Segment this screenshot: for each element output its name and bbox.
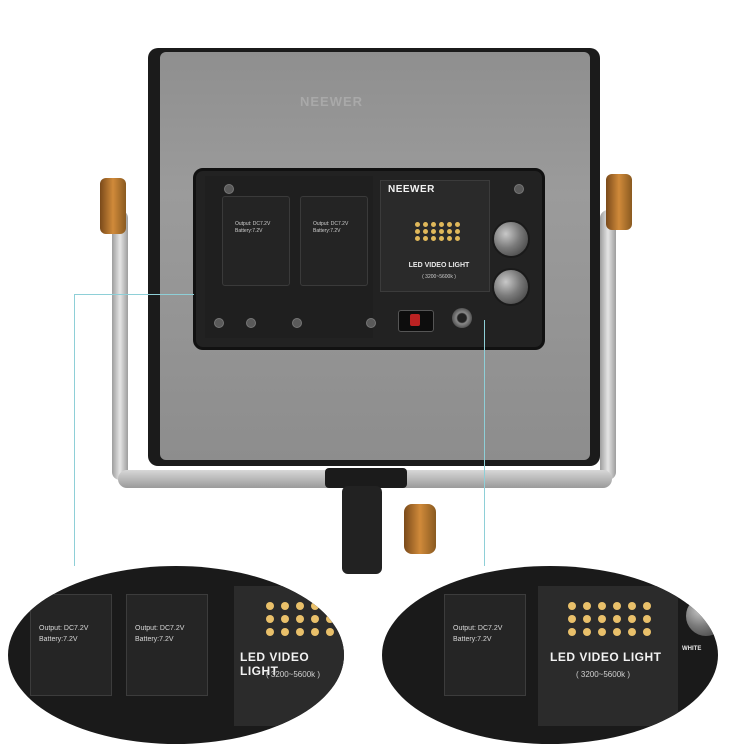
screw-icon — [214, 318, 224, 328]
callout-line-left-horizontal — [74, 294, 194, 295]
led-array-icon — [415, 222, 460, 241]
zoom-right-led-array-icon — [568, 602, 653, 636]
screw-icon — [292, 318, 302, 328]
zoom-plate-right: Output: DC7.2V Battery:7.2V — [444, 594, 526, 696]
zoom-right-led-video-light-label: LED VIDEO LIGHT — [550, 650, 662, 664]
bracket-left-arm — [112, 210, 128, 480]
zoom-led-array-icon — [266, 602, 344, 636]
zoom-plate-1: Output: DC7.2V Battery:7.2V — [30, 594, 112, 696]
mount-lock-knob[interactable] — [404, 504, 436, 554]
yellow-dial-knob[interactable] — [492, 220, 530, 258]
zoom-plate-2: Output: DC7.2V Battery:7.2V — [126, 594, 208, 696]
callout-line-left-vertical — [74, 294, 75, 566]
zoom-plate-1-battery: Battery:7.2V — [39, 636, 78, 643]
color-temp-range: ( 3200~5600k ) — [422, 274, 456, 280]
battery-plate-1: Output: DC7.2V Battery:7.2V — [222, 196, 290, 286]
dc-input-jack — [452, 308, 472, 328]
plate-2-battery: Battery:7.2V — [313, 228, 341, 234]
power-switch-rocker — [410, 314, 420, 326]
bracket-right-arm — [600, 210, 616, 480]
zoom-plate-right-battery: Battery:7.2V — [453, 636, 492, 643]
mount-shaft — [342, 486, 382, 574]
left-lock-knob — [100, 178, 126, 234]
zoom-detail-left: Output: DC7.2V Battery:7.2V Output: DC7.… — [8, 566, 344, 744]
led-video-light-label: LED VIDEO LIGHT — [408, 262, 470, 269]
zoom-plate-1-output: Output: DC7.2V — [39, 625, 89, 632]
zoom-info-panel — [234, 586, 344, 726]
zoom-plate-right-output: Output: DC7.2V — [453, 625, 503, 632]
plate-2-output: Output: DC7.2V — [313, 221, 349, 227]
plate-1-battery: Battery:7.2V — [235, 228, 263, 234]
screw-icon — [224, 184, 234, 194]
neewer-label: NEEWER — [388, 184, 435, 195]
zoom-plate-2-output: Output: DC7.2V — [135, 625, 185, 632]
zoom-white-label: WHITE — [682, 646, 702, 652]
white-dial-knob[interactable] — [492, 268, 530, 306]
zoom-led-video-light-label: LED VIDEO LIGHT — [240, 650, 310, 678]
zoom-detail-right: Output: DC7.2V Battery:7.2V LED VIDEO LI… — [382, 566, 718, 744]
zoom-right-info-panel — [538, 586, 678, 726]
plate-1-output: Output: DC7.2V — [235, 221, 271, 227]
brand-logo-embossed: NEEWER — [300, 94, 364, 109]
zoom-color-temp-range: ( 3200~5600k ) — [266, 670, 321, 679]
callout-line-right-vertical — [484, 320, 485, 566]
zoom-right-color-temp-range: ( 3200~5600k ) — [576, 670, 631, 679]
right-lock-knob — [606, 174, 632, 230]
mount-plate — [325, 468, 407, 488]
screw-icon — [514, 184, 524, 194]
zoom-plate-2-battery: Battery:7.2V — [135, 636, 174, 643]
screw-icon — [246, 318, 256, 328]
battery-plate-2: Output: DC7.2V Battery:7.2V — [300, 196, 368, 286]
screw-icon — [366, 318, 376, 328]
zoom-dial-knob — [684, 594, 718, 638]
